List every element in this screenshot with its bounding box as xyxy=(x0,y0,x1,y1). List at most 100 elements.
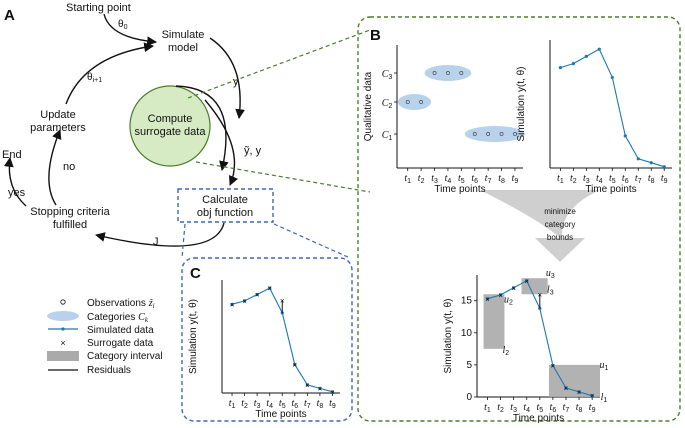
qual-x-tick-label: t6 xyxy=(471,173,478,185)
sim-x-tick-label: t9 xyxy=(661,173,668,185)
theta-next-label: θi+1 xyxy=(87,72,102,84)
bounds-surrogate-point: × xyxy=(498,291,503,300)
observation-point xyxy=(486,132,491,136)
end-label: End xyxy=(2,149,22,161)
legend-interval: Category interval xyxy=(87,351,163,362)
bounds-y-tick-label: 15 xyxy=(461,296,473,307)
qual-x-tick-label: t9 xyxy=(512,173,519,185)
sim-point xyxy=(649,161,653,165)
observation-point xyxy=(446,71,450,75)
c-x-tick-label: t1 xyxy=(229,398,236,410)
sim-x-tick-label: t7 xyxy=(635,173,642,185)
bounds-xlabel: Time points xyxy=(513,413,564,424)
no-label: no xyxy=(63,161,75,173)
bounds-point xyxy=(525,279,529,283)
c-x-tick-label: t6 xyxy=(291,398,298,410)
c-point xyxy=(293,363,297,367)
sim-point xyxy=(597,47,601,51)
compute-surrogate-node xyxy=(129,85,211,167)
no-arrow xyxy=(48,129,62,206)
category-ellipse xyxy=(397,94,432,110)
bounds-x-tick-label: t4 xyxy=(523,402,530,414)
bounds-point xyxy=(577,390,581,394)
start-arrow xyxy=(103,13,157,47)
observation-point xyxy=(513,132,517,136)
sim-ylabel: Simulation y(t, θ) xyxy=(516,66,527,141)
category-interval xyxy=(548,364,600,397)
c-surrogate-point: × xyxy=(255,290,260,299)
simulate-node-line2: model xyxy=(168,42,198,54)
bound-label: u1 xyxy=(599,360,608,372)
j-arrow xyxy=(95,222,225,247)
qual-x-tick-label: t1 xyxy=(404,173,411,185)
stop-node-line2: fulfilled xyxy=(53,219,87,231)
observation-point xyxy=(499,132,504,136)
c-surrogate-point: × xyxy=(305,381,310,390)
bounds-y-tick-label: 5 xyxy=(466,360,472,371)
bounds-x-tick-label: t8 xyxy=(576,402,583,414)
bound-label: l1 xyxy=(601,392,608,404)
legend: Observations ẑi Categories Ck Simulated … xyxy=(47,298,163,376)
legend-observations: Observations ẑi xyxy=(87,298,155,310)
legend-surrogate-marker: × xyxy=(60,338,65,348)
c-x-tick-label: t4 xyxy=(266,398,273,410)
compute-node-line1: Compute xyxy=(148,113,193,125)
sim-point xyxy=(623,134,627,138)
sim-point xyxy=(662,165,666,169)
bounds-surrogate-point: × xyxy=(551,362,556,371)
c-surrogate-point: × xyxy=(230,300,235,309)
legend-residuals: Residuals xyxy=(87,365,131,376)
zoom-line-c-left xyxy=(181,223,186,259)
bounds-y-tick-label: 10 xyxy=(461,328,473,339)
start-label: Starting point xyxy=(66,2,131,14)
sim-series-line xyxy=(560,48,665,168)
category-ellipse xyxy=(464,126,525,142)
calc-node-line1: Calculate xyxy=(202,194,248,206)
bounds-point xyxy=(551,363,555,368)
bounds-surrogate-point: × xyxy=(524,277,529,286)
qual-x-tick-label: t5 xyxy=(458,173,465,185)
calc-obj-node xyxy=(177,188,274,223)
c-point xyxy=(318,386,322,390)
c-point xyxy=(230,302,234,306)
bounds-point xyxy=(564,386,568,390)
observation-point xyxy=(419,100,424,104)
qual-y-tick-label: C3 xyxy=(382,69,393,81)
category-ellipse xyxy=(424,65,472,81)
legend-categories: Categories Ck xyxy=(87,312,149,324)
c-x-tick-label: t8 xyxy=(317,398,324,410)
category-interval xyxy=(483,294,505,349)
compute-node-line2: surrogate data xyxy=(135,126,207,138)
j-edge-label: J xyxy=(153,236,159,248)
bounds-surrogate-point: × xyxy=(511,284,516,293)
c-x-tick-label: t7 xyxy=(304,398,311,410)
bound-label: l3 xyxy=(547,284,554,296)
bounds-x-tick-label: t3 xyxy=(510,402,517,414)
sim-x-tick-label: t1 xyxy=(557,173,564,185)
c-x-tick-label: t3 xyxy=(254,398,261,410)
observation-point xyxy=(432,71,437,75)
sim-x-tick-label: t2 xyxy=(570,173,577,185)
legend-category-marker xyxy=(47,311,79,321)
y-arrow xyxy=(209,37,245,119)
theta0-label: θ0 xyxy=(118,19,128,31)
stop-node-line1: Stopping criteria xyxy=(30,206,110,218)
bounds-surrogate-point: × xyxy=(485,295,490,304)
sim-x-tick-label: t5 xyxy=(609,173,616,185)
zoom-line-bottom xyxy=(195,161,371,193)
qual-y-tick-label: C2 xyxy=(382,98,393,110)
minimize-text-1: minimize xyxy=(544,207,576,216)
minimize-arrow-shape xyxy=(480,190,600,262)
qual-x-tick-label: t7 xyxy=(485,173,492,185)
legend-sim-dot xyxy=(61,327,65,331)
bound-label: u2 xyxy=(504,294,513,306)
bounds-x-tick-label: t1 xyxy=(484,402,491,414)
minimize-text-3: bounds xyxy=(547,233,573,242)
yy-edge-label: ỹ, y xyxy=(244,145,262,157)
panel-b-label: B xyxy=(370,27,381,44)
qual-x-tick-label: t3 xyxy=(431,173,438,185)
qual-xlabel: Time points xyxy=(434,184,485,195)
sim-x-tick-label: t4 xyxy=(596,173,603,185)
